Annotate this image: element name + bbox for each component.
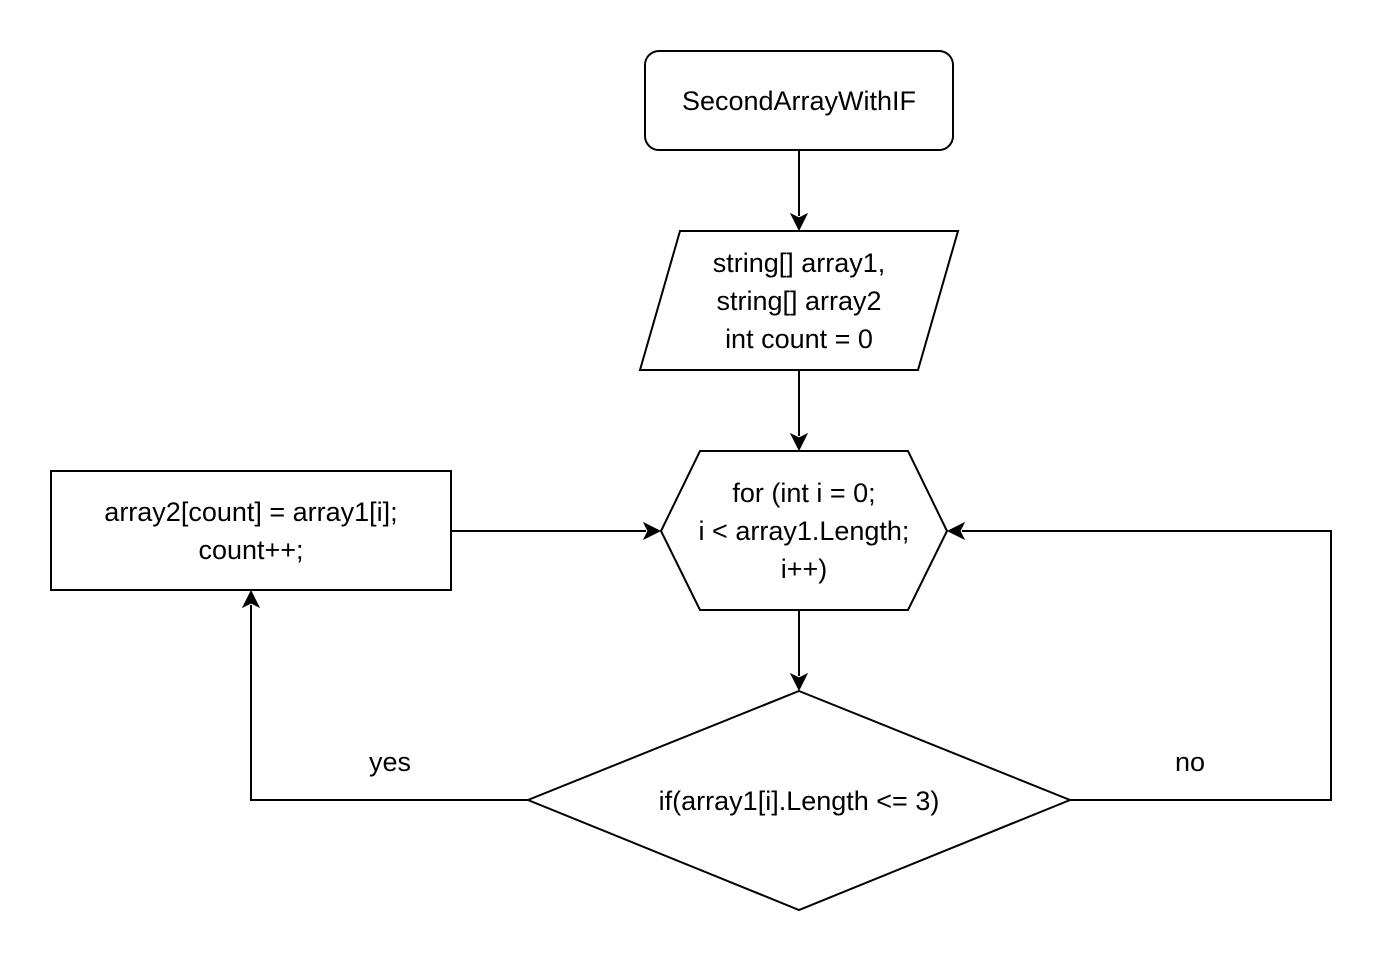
arrowhead-no-to-loop bbox=[946, 521, 966, 541]
arrowhead-loop-to-condition bbox=[789, 672, 809, 692]
edge-no-to-loop bbox=[962, 530, 1332, 801]
start-label: SecondArrayWithIF bbox=[681, 85, 917, 116]
condition-label: if(array1[i].Length <= 3) bbox=[658, 786, 940, 816]
arrowhead-action-to-loop bbox=[642, 521, 662, 541]
arrowhead-input-to-loop bbox=[789, 432, 809, 452]
condition-node[interactable] bbox=[525, 689, 1073, 912]
no-edge-label: no bbox=[1174, 747, 1206, 777]
loop-label: for (int i = 0; i < array1.Length; i++) bbox=[698, 477, 910, 584]
input-node[interactable] bbox=[638, 230, 960, 371]
action-label: array2[count] = array1[i]; count++; bbox=[104, 496, 398, 565]
yes-edge-label: yes bbox=[368, 747, 412, 777]
arrowhead-yes-to-action bbox=[241, 589, 261, 609]
input-label: string[] array1, string[] array2 int cou… bbox=[712, 247, 886, 354]
arrowhead-start-to-input bbox=[789, 212, 809, 232]
edge-yes-to-action bbox=[250, 605, 528, 801]
